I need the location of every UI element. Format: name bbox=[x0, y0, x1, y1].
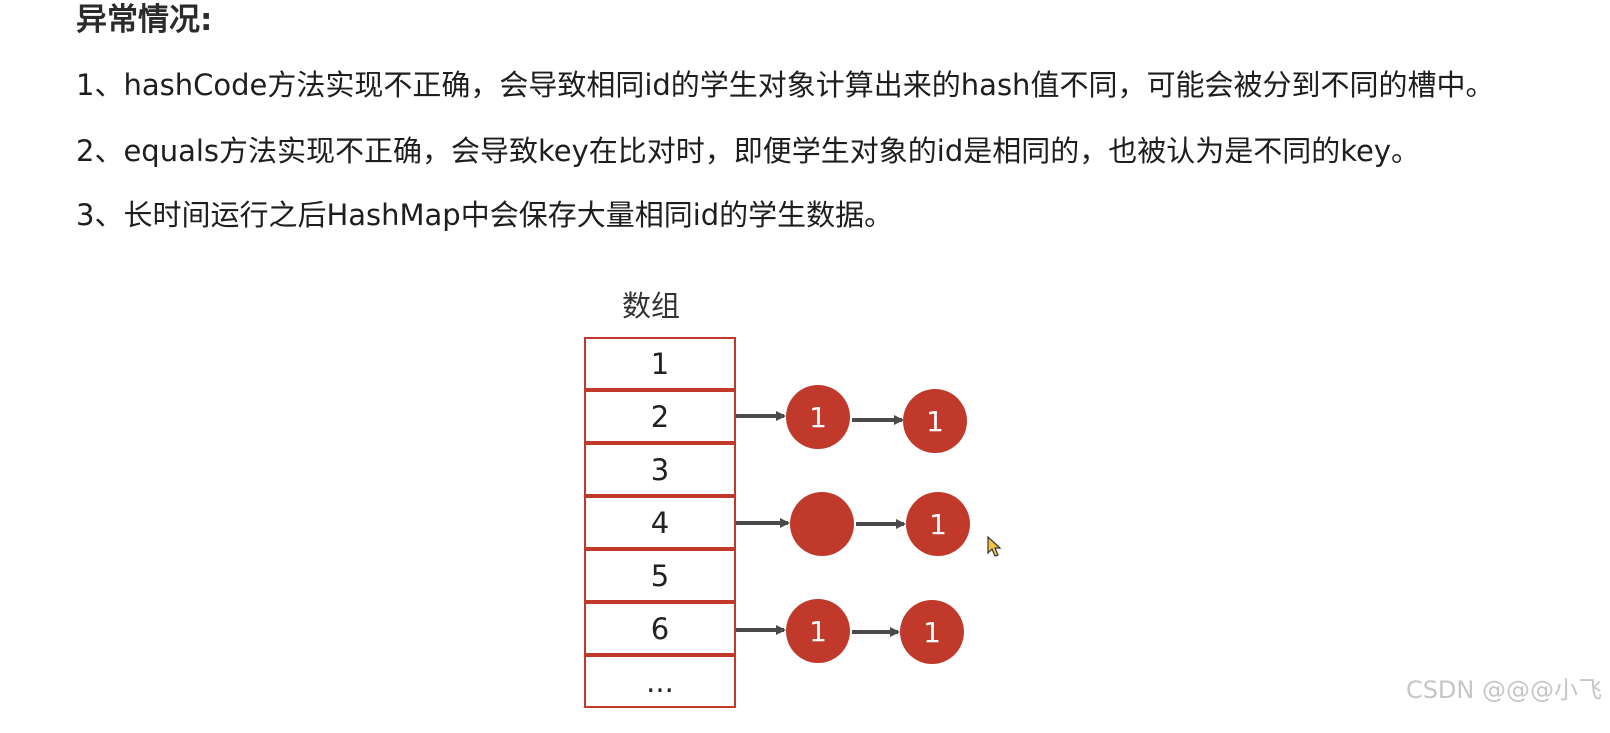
point-1: 1、hashCode方法实现不正确，会导致相同id的学生对象计算出来的hash值… bbox=[76, 68, 1495, 102]
section-heading: 异常情况: bbox=[76, 2, 213, 38]
node-slot4-b bbox=[906, 492, 970, 556]
point-2: 2、equals方法实现不正确，会导致key在比对时，即便学生对象的id是相同的… bbox=[76, 134, 1421, 168]
array-cell-4: 4 bbox=[584, 496, 736, 549]
node-slot2-b-label: 1 bbox=[926, 405, 944, 438]
node-slot6-a bbox=[786, 599, 850, 663]
array-cell-2: 2 bbox=[584, 390, 736, 443]
watermark: CSDN @@@小飞 bbox=[1405, 676, 1602, 704]
node-slot6-b bbox=[900, 600, 964, 664]
node-slot4-b-label: 1 bbox=[929, 508, 947, 541]
node-slot2-b bbox=[903, 389, 967, 453]
array-cell-5: 5 bbox=[584, 549, 736, 602]
mouse-pointer-icon bbox=[987, 535, 1002, 557]
array-cell-3: 3 bbox=[584, 443, 736, 496]
node-slot4-a bbox=[790, 492, 854, 556]
array-cell-1: 1 bbox=[584, 337, 736, 390]
array-cell-ellipsis: ... bbox=[584, 655, 736, 708]
node-slot2-a bbox=[786, 385, 850, 449]
array-cell-6: 6 bbox=[584, 602, 736, 655]
array-label: 数组 bbox=[622, 289, 681, 323]
point-3: 3、长时间运行之后HashMap中会保存大量相同id的学生数据。 bbox=[76, 198, 894, 232]
node-slot6-b-label: 1 bbox=[923, 616, 941, 649]
node-slot2-a-label: 1 bbox=[809, 401, 827, 434]
node-slot6-a-label: 1 bbox=[809, 615, 827, 648]
